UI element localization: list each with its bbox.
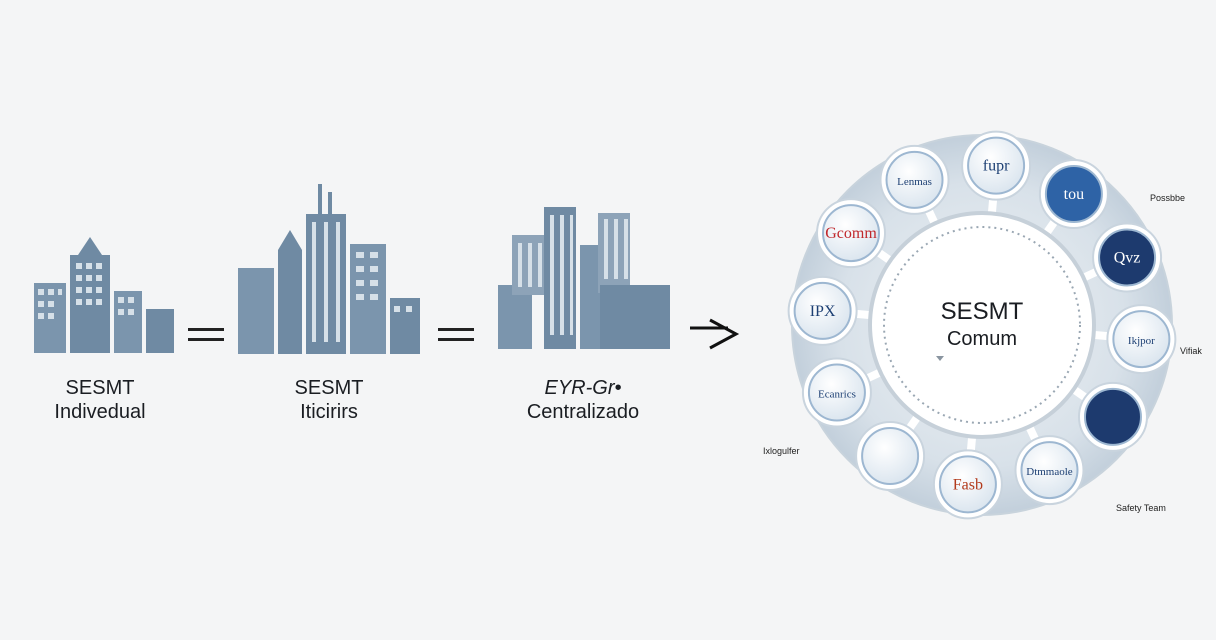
- hub-diagram: SESMT Comum Lenmas fupr touQvzIkjporDtmmao…: [787, 130, 1177, 520]
- group-skyline-label: SESMT Iticirirs: [294, 377, 364, 423]
- badge-text: Lenmas: [897, 176, 932, 188]
- badge-face: [793, 281, 852, 340]
- buildings-centralized-icon: [498, 207, 670, 349]
- badge-logo: Qvz: [1092, 222, 1163, 293]
- badge-text: Gcomm: [825, 225, 877, 242]
- badge-logo: Gcomm: [816, 198, 887, 269]
- badge-logo: Dtmmaole: [1014, 435, 1085, 506]
- equals-icon: [188, 328, 224, 341]
- badge-logo: IPX: [787, 275, 858, 346]
- badge-face: [1098, 228, 1157, 287]
- badge-face: [807, 363, 866, 422]
- badge-face: [967, 136, 1026, 195]
- badge-text: Ikjpor: [1128, 335, 1155, 347]
- badge-text: Ecanrics: [818, 388, 856, 400]
- hub-title-line2: Comum: [947, 328, 1017, 350]
- badge-text: tou: [1064, 186, 1084, 203]
- buildings-skyline-icon: [238, 184, 420, 354]
- badge-logo: fupr: [961, 130, 1032, 201]
- badge-text: IPX: [810, 303, 836, 320]
- badge-logo: [1077, 381, 1148, 452]
- hub-pointer-icon: [936, 356, 944, 361]
- badge-face: [1083, 387, 1142, 446]
- badge-face: [1112, 310, 1171, 369]
- side-label-right: Vifiak: [1180, 346, 1202, 356]
- hub-title-line1: SESMT: [941, 298, 1024, 325]
- group-individual-label: SESMT Indivedual: [54, 377, 146, 423]
- badge-face: [885, 150, 944, 209]
- arrow-right-icon: [690, 318, 740, 350]
- badge-text: Qvz: [1114, 250, 1141, 267]
- buildings-individual-icon: [34, 237, 174, 353]
- side-label-bottom-right: Safety Team: [1116, 503, 1166, 513]
- side-label-top-right: Possbbe: [1150, 193, 1186, 203]
- badge-face: [822, 204, 881, 263]
- badge-logo: Fasb: [932, 449, 1003, 520]
- badge-face: [938, 455, 997, 514]
- badge-text: Dtmmaole: [1026, 466, 1073, 478]
- equals-icon: [438, 328, 474, 341]
- badge-logo: Ecanrics: [801, 357, 872, 428]
- side-label-bottom-left: Ixlogulfer: [763, 446, 800, 456]
- hub-dotted-ring: [883, 226, 1081, 424]
- badge-text: Fasb: [953, 476, 983, 493]
- badge-logo: Ikjpor: [1106, 304, 1177, 375]
- badge-logo: Lenmas: [879, 144, 950, 215]
- hub-inner-plate: [868, 211, 1096, 439]
- badge-face: [861, 426, 920, 485]
- group-centralized-label: EYR-Gr• Centralizado: [526, 377, 640, 423]
- badge-text: fupr: [983, 158, 1010, 175]
- badge-face: [1044, 165, 1103, 224]
- badge-logo: tou: [1038, 159, 1109, 230]
- badge-logo: [855, 420, 926, 491]
- badge-face: [1020, 441, 1079, 500]
